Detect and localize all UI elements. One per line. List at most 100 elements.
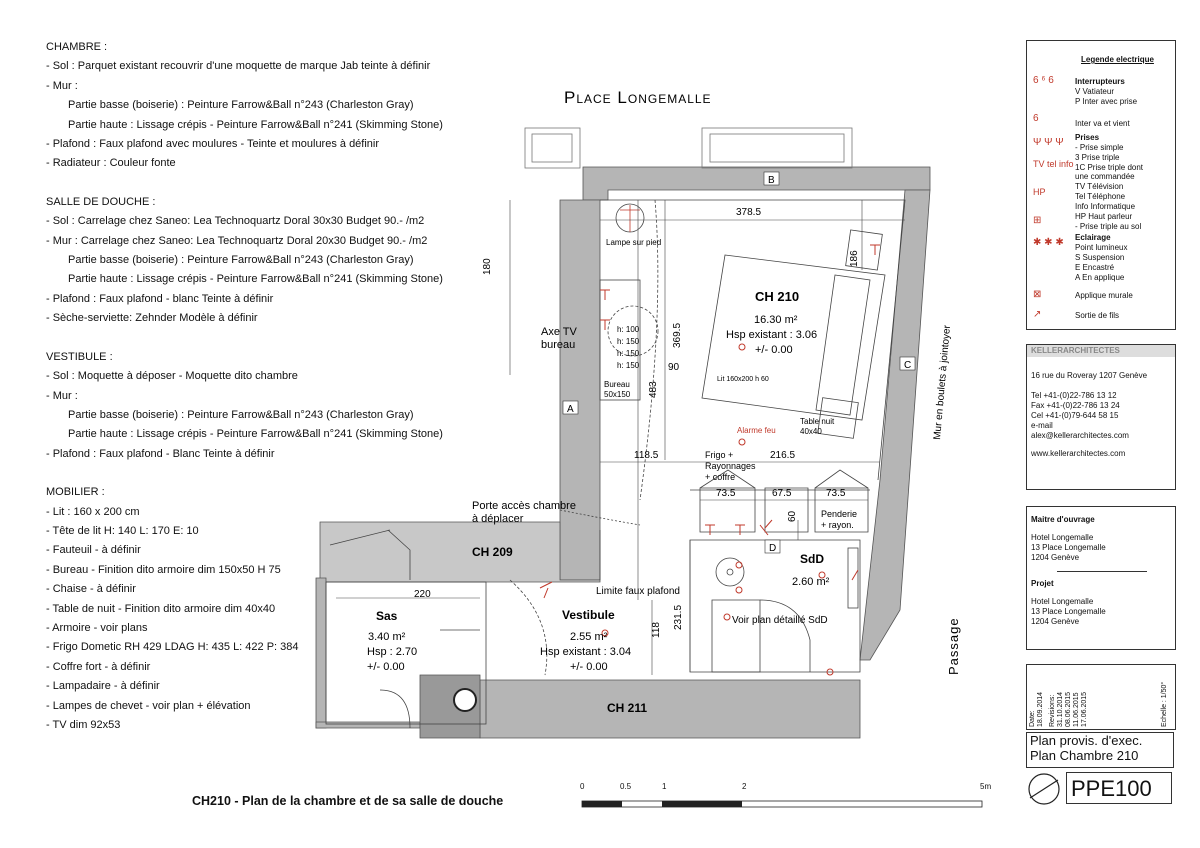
spec-line: - Fauteuil - à définir [46,544,141,557]
section-title: VESTIBULE : [46,350,113,363]
tv-socket-icon: TV tel info [1033,159,1074,169]
spec-line: - Tête de lit H: 140 L: 170 E: 10 [46,524,199,537]
tag-d: D [769,543,776,554]
scale-tick-0: 0 [580,782,585,791]
plan-title-line2: Plan Chambre 210 [1030,748,1139,763]
spec-line: - Lampes de chevet - voir plan + élévati… [46,699,251,712]
wall-ch209 [319,521,601,583]
spec-line: - Sol : Parquet existant recouvrir d'une… [46,60,431,73]
spec-line: Partie basse (boiserie) : Peinture Farro… [68,99,414,112]
dim-2315: 231.5 [673,605,684,630]
architect-fax: Fax +41-(0)22-786 13 24 [1031,401,1120,410]
label-porte: Porte accès chambre [472,500,576,512]
two-way-switch-icon: 6 [1033,113,1039,124]
spec-line: - Plafond : Faux plafond avec moulures -… [46,138,380,151]
architect-web[interactable]: www.kellerarchitectes.com [1031,449,1126,458]
spec-line: - Mur : [46,389,78,402]
dim-675: 67.5 [772,488,792,499]
architect-address: 16 rue du Roveray 1207 Genève [1031,371,1148,380]
room-ch210-tol: +/- 0.00 [755,344,793,356]
dim-3695: 369.5 [672,323,683,348]
spec-line: Partie haute : Lissage crépis - Peinture… [68,428,443,441]
street-right-label: Passage [946,617,961,675]
label-voir: Voir plan détaillé SdD [732,615,828,626]
wall-light-icon: ⊠ [1033,289,1042,300]
electrical-legend: Legende electrique 6 ⁶ 6 Interrupteurs V… [1026,40,1176,330]
tv-height: h: 100 [617,325,640,334]
project-line3: 1204 Genève [1031,617,1080,626]
legend-applique: Applique murale [1075,291,1133,300]
street-top-label: Place Longemalle [564,88,712,107]
label-axe-tv: Axe TV [541,326,578,338]
scale-tick-5: 5m [980,782,992,791]
room-vest-hsp: Hsp existant : 3.04 [540,646,631,658]
spec-line: - Frigo Dometic RH 429 LDAG H: 435 L: 42… [46,641,299,654]
wall-right-label: Mur en boulets à jointoyer [932,324,953,440]
section-title: CHAMBRE : [46,41,108,53]
plan-reference: PPE100 [1066,772,1172,804]
dim-2165: 216.5 [770,450,795,461]
legend-p3b: une commandée [1075,172,1135,181]
socket-icon: Ψ Ψ Ψ [1033,137,1064,148]
room-sas-name: Sas [376,609,398,623]
architect-email[interactable]: alex@kellerarchitectes.com [1031,431,1129,440]
date-value: 18.09.2014 [1037,691,1044,727]
fixtures [699,469,869,673]
legend-va-vient: Inter va et vient [1075,119,1130,128]
project-line2: 13 Place Longemalle [1031,607,1106,616]
dates-block: Date: 18.09.2014 Revisions: 31.10.2014 0… [1026,664,1176,730]
label-alarme: Alarme feu [737,426,776,435]
dim-735b: 73.5 [826,488,846,499]
owner-title: Maitre d'ouvrage [1031,515,1095,524]
date-label: Date: [1029,710,1036,727]
spec-line: - Table de nuit - Finition dito armoire … [46,602,276,615]
architect-block: KELLERARCHITECTES 16 rue du Roveray 1207… [1026,344,1176,490]
room-vest-tol: +/- 0.00 [570,661,608,673]
architect-email-label: e-mail [1031,421,1053,430]
spec-line: Partie haute : Lissage crépis - Peinture… [68,273,443,286]
dim-1185: 118.5 [634,450,659,461]
legend-sortie: Sortie de fils [1075,311,1120,320]
reference-block: PPE100 [1026,772,1174,806]
dim-90: 90 [668,362,680,373]
architect-name: KELLERARCHITECTES [1027,345,1175,357]
architect-tel: Tel +41-(0)22-786 13 12 [1031,391,1117,400]
north-arrow-icon [1028,773,1060,805]
wall-right [859,189,931,661]
label-frigo: + coffre [705,472,735,482]
dim-118: 118 [651,622,662,638]
door-swings [329,199,659,729]
wall-sas-left [315,577,327,729]
spec-line: Partie basse (boiserie) : Peinture Farro… [68,408,414,421]
spec-line: - Plafond : Faux plafond - blanc Teinte … [46,292,274,305]
speaker-icon: HP [1033,187,1046,197]
plan-title-block: Plan provis. d'exec. Plan Chambre 210 [1026,732,1174,768]
wall-sas-bottom [315,721,421,729]
legend-p8: - Prise triple au sol [1075,222,1142,231]
spec-line: - Chaise - à définir [46,583,136,596]
floor-plan: Place Longemalle Passage Mur en boulets … [315,88,961,739]
revision-1: 31.10.2014 [1057,691,1064,727]
spec-line: - Lampadaire - à définir [46,680,160,693]
label-frigo: Frigo + [705,450,733,460]
spec-line: - Sèche-serviette: Zehnder Modèle à défi… [46,312,258,325]
dimension-lines [336,200,905,675]
tag-b: B [768,175,775,186]
legend-e3: A En applique [1075,273,1125,282]
room-sdd-name: SdD [800,552,824,566]
spec-line: - TV dim 92x53 [46,719,121,731]
project-title: Projet [1031,579,1054,588]
label-bureau: 50x150 [604,390,631,399]
dim-483: 483 [648,381,659,398]
spec-line: - Coffre fort - à définir [46,660,151,673]
tv-height: h: 150 [617,361,640,370]
dim-186: 186 [849,250,860,267]
label-table-nuit: 40x40 [800,427,822,436]
room-ch210-hsp: Hsp existant : 3.06 [726,329,817,341]
owner-block: Maitre d'ouvrage Hotel Longemalle 13 Pla… [1026,506,1176,650]
label-penderie: + rayon. [821,520,854,530]
room-vest-area: 2.55 m² [570,631,608,643]
desk [599,203,659,401]
legend-e2: E Encastré [1075,263,1115,272]
legend-e1: S Suspension [1075,253,1125,262]
